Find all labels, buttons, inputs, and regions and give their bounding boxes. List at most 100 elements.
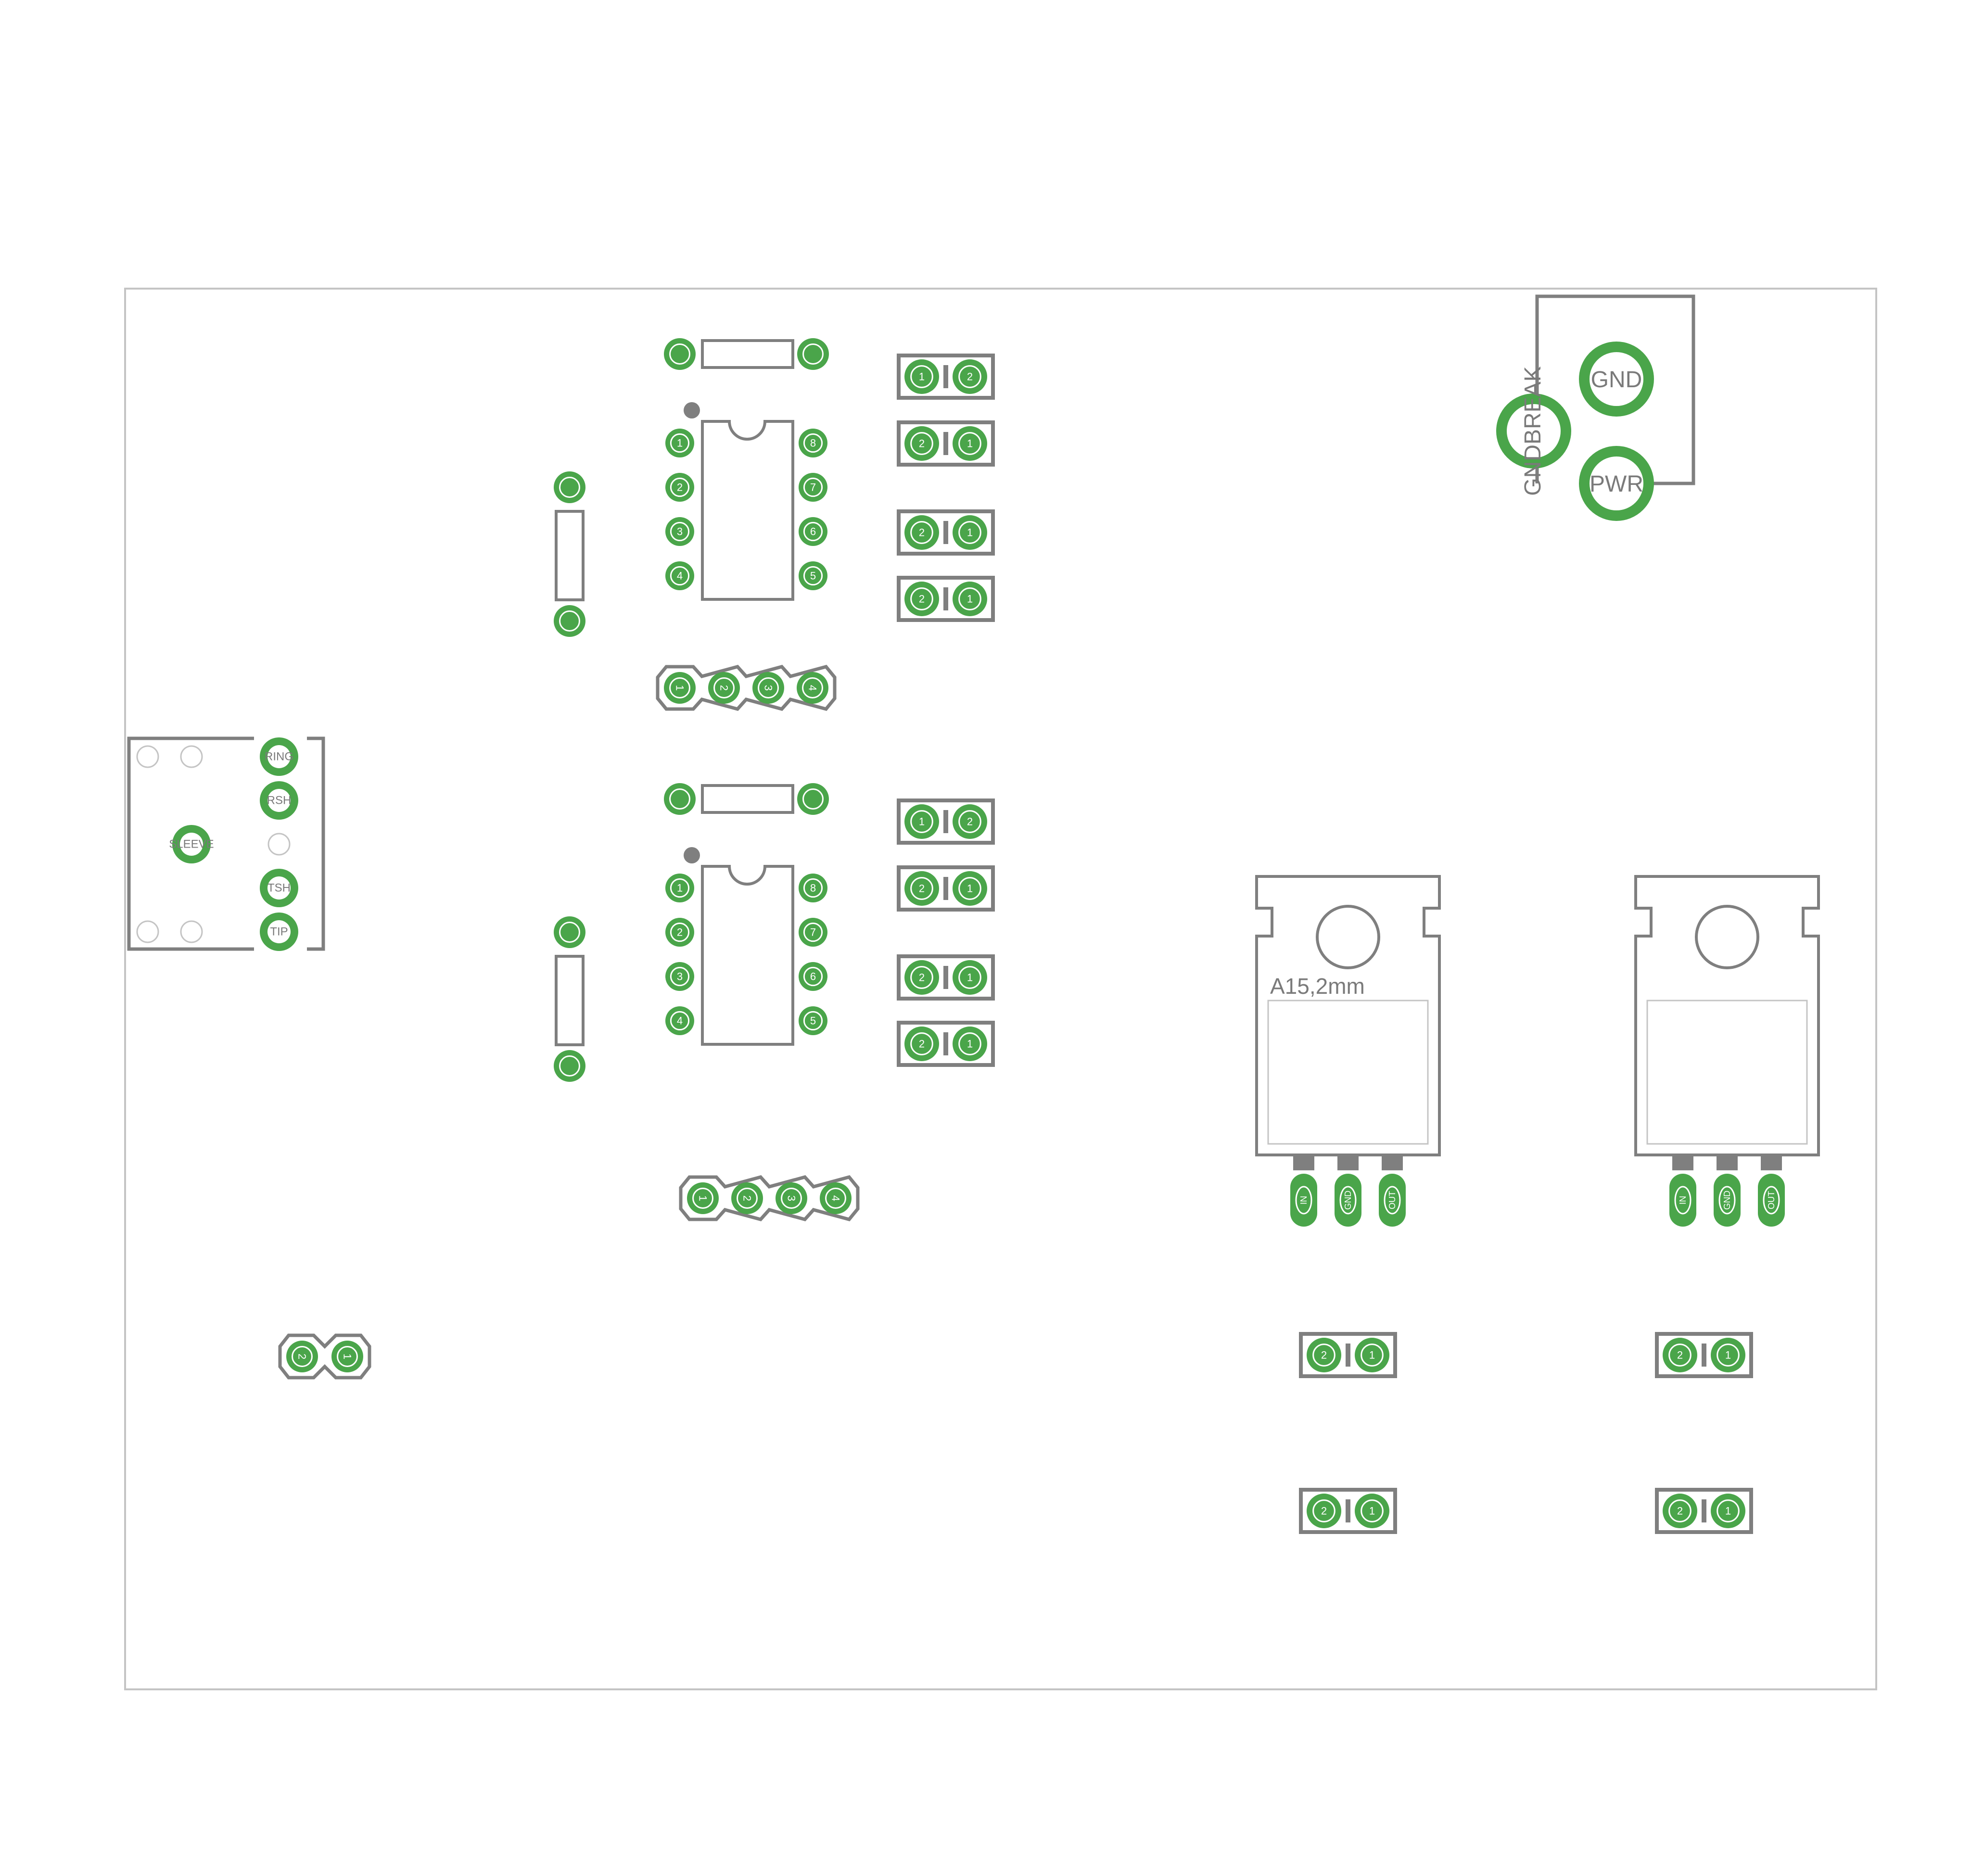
connector-pin-2[interactable]: 2 [1663, 1338, 1697, 1372]
pad-ring [559, 610, 580, 632]
connector-pin-1[interactable]: 1 [953, 1027, 987, 1061]
gnd-pad[interactable] [1579, 342, 1654, 417]
connector-pin-2[interactable]: 2 [1307, 1494, 1341, 1528]
connector-pin-1[interactable]: 1 [953, 582, 987, 616]
dip-pin-2[interactable]: 2 [665, 918, 694, 947]
regulator-pin-out[interactable]: OUT [1379, 1174, 1406, 1227]
header-pin-3[interactable]: 3 [776, 1182, 807, 1214]
connector-pin-1[interactable]: 1 [904, 359, 939, 394]
pad-ring [670, 566, 690, 586]
connector-pin-2[interactable]: 2 [904, 582, 939, 616]
header-pin-4[interactable]: 4 [820, 1182, 852, 1214]
connector-pin-1[interactable]: 1 [953, 426, 987, 461]
pad-hole [267, 876, 291, 900]
connector-pin-2[interactable]: 2 [1663, 1494, 1697, 1528]
dip-pin-3[interactable]: 3 [665, 962, 694, 991]
header-outline [656, 665, 837, 711]
pad-ring [958, 432, 981, 455]
regulator-pin-gnd[interactable]: GND [1335, 1174, 1361, 1227]
resistor-pad[interactable] [554, 471, 585, 503]
header-pin-2[interactable]: 2 [708, 672, 740, 704]
connector-pin-1[interactable]: 1 [1355, 1338, 1389, 1372]
connector-pin-2[interactable]: 2 [904, 515, 939, 550]
regulator-leg [1293, 1156, 1314, 1170]
connector-pin-2[interactable]: 2 [904, 871, 939, 906]
pad-ring [670, 1011, 690, 1031]
resistor-pad[interactable] [664, 783, 696, 815]
header-pin-1[interactable]: 1 [664, 672, 696, 704]
resistor-pad[interactable] [664, 338, 696, 370]
pad-ring [669, 788, 690, 810]
pad-number: 2 [1321, 1505, 1327, 1517]
copper-pad [1379, 1174, 1406, 1227]
gndbreak-label: GNDBREAK [1520, 366, 1546, 495]
header-pin-2[interactable]: 2 [731, 1182, 763, 1214]
header-pin-1[interactable]: 1 [687, 1182, 719, 1214]
resistor-pad[interactable] [554, 916, 585, 948]
connector-pin-1[interactable]: 1 [1711, 1494, 1745, 1528]
regulator-pin-out[interactable]: OUT [1758, 1174, 1785, 1227]
connector-pin-1[interactable]: 1 [953, 515, 987, 550]
copper-pad [286, 1341, 318, 1372]
jack-pad-tsh[interactable]: TSH [260, 869, 298, 907]
gndbreak-pad[interactable] [1496, 393, 1571, 469]
dip-pin-7[interactable]: 7 [799, 918, 827, 947]
connector-pin-1[interactable]: 1 [1711, 1338, 1745, 1372]
resistor-pad[interactable] [797, 783, 829, 815]
pad-number: 2 [296, 1354, 308, 1359]
dip-pin-4[interactable]: 4 [665, 1006, 694, 1035]
pad-ring [1668, 1344, 1691, 1367]
connector-pin-1[interactable]: 1 [1355, 1494, 1389, 1528]
copper-pad [1307, 1338, 1341, 1372]
pin-label: GND [1343, 1191, 1353, 1210]
connector-pin-2[interactable]: 2 [953, 804, 987, 839]
pad-number: 1 [1369, 1505, 1375, 1517]
pad-ring [337, 1346, 358, 1367]
pad-number: 1 [677, 882, 683, 894]
connector-pin-2[interactable]: 2 [1307, 1338, 1341, 1372]
pad-number: 2 [677, 482, 683, 494]
connector-pin-2[interactable]: 2 [904, 426, 939, 461]
header-pin-1[interactable]: 1 [331, 1341, 363, 1372]
header-pin-2[interactable]: 2 [286, 1341, 318, 1372]
jack-pad-rsh[interactable]: RSH [260, 781, 298, 820]
dip-pin-4[interactable]: 4 [665, 561, 694, 590]
jack-pad-ring[interactable]: RING [260, 737, 298, 776]
pwr-pad[interactable] [1579, 446, 1654, 521]
resistor-pad[interactable] [797, 338, 829, 370]
dip-pin-5[interactable]: 5 [799, 561, 827, 590]
connector-pin-1[interactable]: 1 [904, 804, 939, 839]
jack-pad-tip[interactable]: TIP [260, 913, 298, 951]
pad-ring [802, 343, 824, 365]
dip-pin-2[interactable]: 2 [665, 473, 694, 502]
header-pin-4[interactable]: 4 [797, 672, 828, 704]
header-pin-3[interactable]: 3 [752, 672, 784, 704]
regulator-pin-in[interactable]: IN [1290, 1174, 1317, 1227]
resistor-pad[interactable] [554, 1050, 585, 1082]
connector-pin-2[interactable]: 2 [904, 960, 939, 995]
dip-pin-8[interactable]: 8 [799, 429, 827, 457]
dip-pin-1[interactable]: 1 [665, 429, 694, 457]
copper-pad [799, 1006, 827, 1035]
connector-pin-2[interactable]: 2 [953, 359, 987, 394]
dip-pin-8[interactable]: 8 [799, 874, 827, 902]
dip-pin-7[interactable]: 7 [799, 473, 827, 502]
dip-pin-3[interactable]: 3 [665, 517, 694, 546]
jack-pad-sleeve[interactable]: SLEEVE [169, 825, 214, 863]
pad-number: 1 [674, 685, 686, 691]
connector-pin-2[interactable]: 2 [904, 1027, 939, 1061]
regulator-leg [1337, 1156, 1359, 1170]
dip-pin-6[interactable]: 6 [799, 517, 827, 546]
copper-pad [799, 473, 827, 502]
regulator-pin-gnd[interactable]: GND [1714, 1174, 1741, 1227]
pad-number: 1 [1369, 1349, 1375, 1361]
connector-pin-1[interactable]: 1 [953, 871, 987, 906]
mount-hole [136, 745, 159, 768]
dip-pin-1[interactable]: 1 [665, 874, 694, 902]
connector-pin-1[interactable]: 1 [953, 960, 987, 995]
regulator-pin-in[interactable]: IN [1669, 1174, 1696, 1227]
resistor-pad[interactable] [554, 605, 585, 637]
dip-pin-5[interactable]: 5 [799, 1006, 827, 1035]
dip-pin-6[interactable]: 6 [799, 962, 827, 991]
pad-number: 2 [1321, 1349, 1327, 1361]
